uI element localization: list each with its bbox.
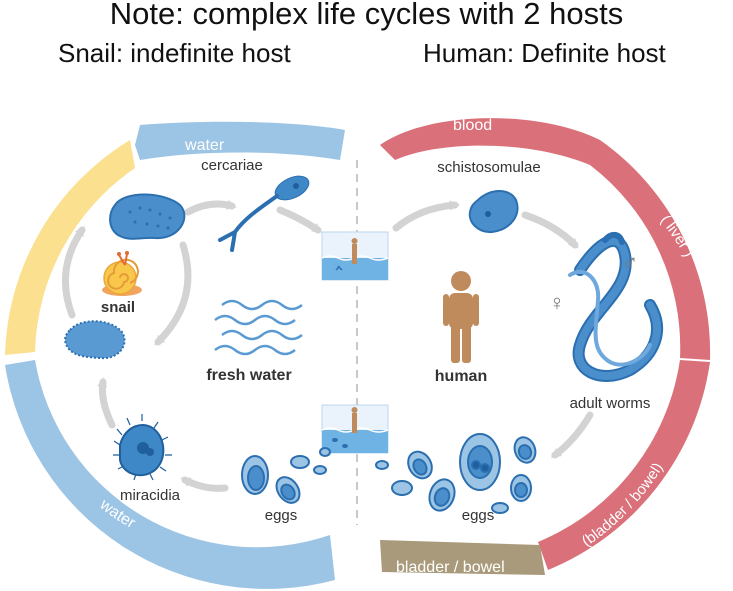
host-arcs <box>5 118 711 589</box>
snail-host-subtitle: Snail: indefinite host <box>58 38 291 68</box>
sporocyst-bottom <box>64 320 126 360</box>
sporocyst-top <box>109 193 186 240</box>
page-title: Note: complex life cycles with 2 hosts <box>109 0 624 31</box>
miracidia-icon <box>113 414 172 481</box>
fresh-water-label: fresh water <box>206 367 291 384</box>
eggs-right-group <box>375 433 537 514</box>
fresh-water-icon <box>214 299 303 356</box>
arrow-schistosomulae-to-worms <box>521 211 579 249</box>
eggs-right-label: eggs <box>462 507 495 524</box>
bladder-arc-bottom <box>380 540 545 575</box>
schistosomulae-label: schistosomulae <box>437 159 540 176</box>
arrow-cercariae-to-water <box>276 206 323 234</box>
male-symbol: ♂ <box>622 250 639 275</box>
blood-arc <box>380 118 711 361</box>
arrow-water-to-schistosomulae <box>392 200 460 232</box>
arrow-snail-to-cercariae <box>184 199 237 216</box>
snail-icon <box>102 251 142 296</box>
blood-label: blood <box>453 117 492 134</box>
arrow-eggs-to-miracidia <box>180 476 229 492</box>
cycle-arrows <box>61 199 594 492</box>
snail-tissue-arc <box>5 140 135 355</box>
schistosomulae-icon <box>468 190 519 234</box>
arrow-miracidia-to-sporocyst <box>97 377 116 429</box>
arrow-snail-loop-left <box>61 225 86 319</box>
adult-worms-icon <box>568 232 664 382</box>
water-exit-inset <box>321 404 389 454</box>
bladder-right-label: (bladder / bowel) <box>579 460 667 550</box>
adult-worms-label: adult worms <box>570 395 651 412</box>
bladder-bottom-label: bladder / bowel <box>396 559 505 576</box>
human-icon <box>443 271 479 363</box>
water-arc-bottom <box>5 360 335 589</box>
arrow-snail-loop-right <box>154 241 192 346</box>
cercariae-icon <box>218 175 310 252</box>
human-host-subtitle: Human: Definite host <box>423 38 666 68</box>
eggs-left-group <box>241 447 331 504</box>
snail-label: snail <box>101 299 135 316</box>
bladder-arc-right <box>538 360 710 570</box>
water-top-label: water <box>184 137 225 154</box>
cercariae-label: cercariae <box>201 157 263 174</box>
miracidia-label: miracidia <box>120 487 181 504</box>
eggs-left-label: eggs <box>265 507 298 524</box>
arrow-worms-to-eggs <box>551 411 594 459</box>
female-symbol: ♀ <box>549 290 566 315</box>
water-arc-top <box>135 121 345 160</box>
human-label: human <box>435 368 487 385</box>
water-entry-inset <box>321 231 389 281</box>
